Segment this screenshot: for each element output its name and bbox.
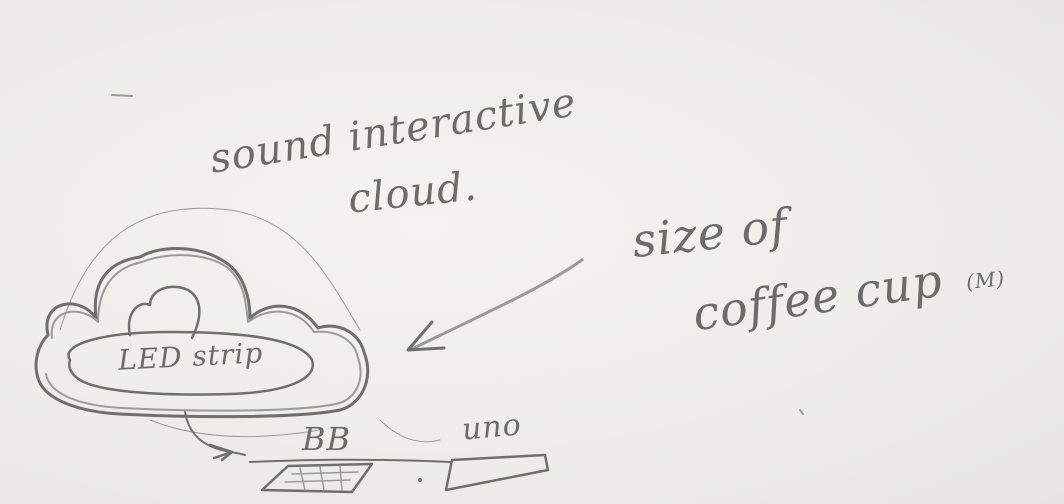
cloud-outline (34, 247, 370, 419)
cloud-inner-bump (127, 285, 201, 340)
stray-mark-right (799, 409, 804, 415)
pointer-arrow-head (406, 320, 446, 352)
breadboard-shape (260, 462, 374, 494)
led-strip-oval (67, 330, 315, 396)
cloud-outline-retrace (45, 254, 362, 412)
label-breadboard: BB (302, 420, 352, 458)
pointer-arrow-shaft (408, 258, 584, 352)
breadboard-holes (284, 465, 359, 491)
small-dot (418, 478, 422, 482)
wire-bb-to-uno (249, 458, 451, 463)
label-arduino: uno (460, 407, 524, 448)
wire-cloud-to-bb (184, 411, 246, 456)
connector-arrow (208, 443, 234, 462)
stray-mark (111, 94, 133, 97)
note-size-tag: (M) (964, 266, 1007, 294)
uno-board-shape (444, 453, 550, 492)
faint-guide-lines (59, 207, 441, 443)
